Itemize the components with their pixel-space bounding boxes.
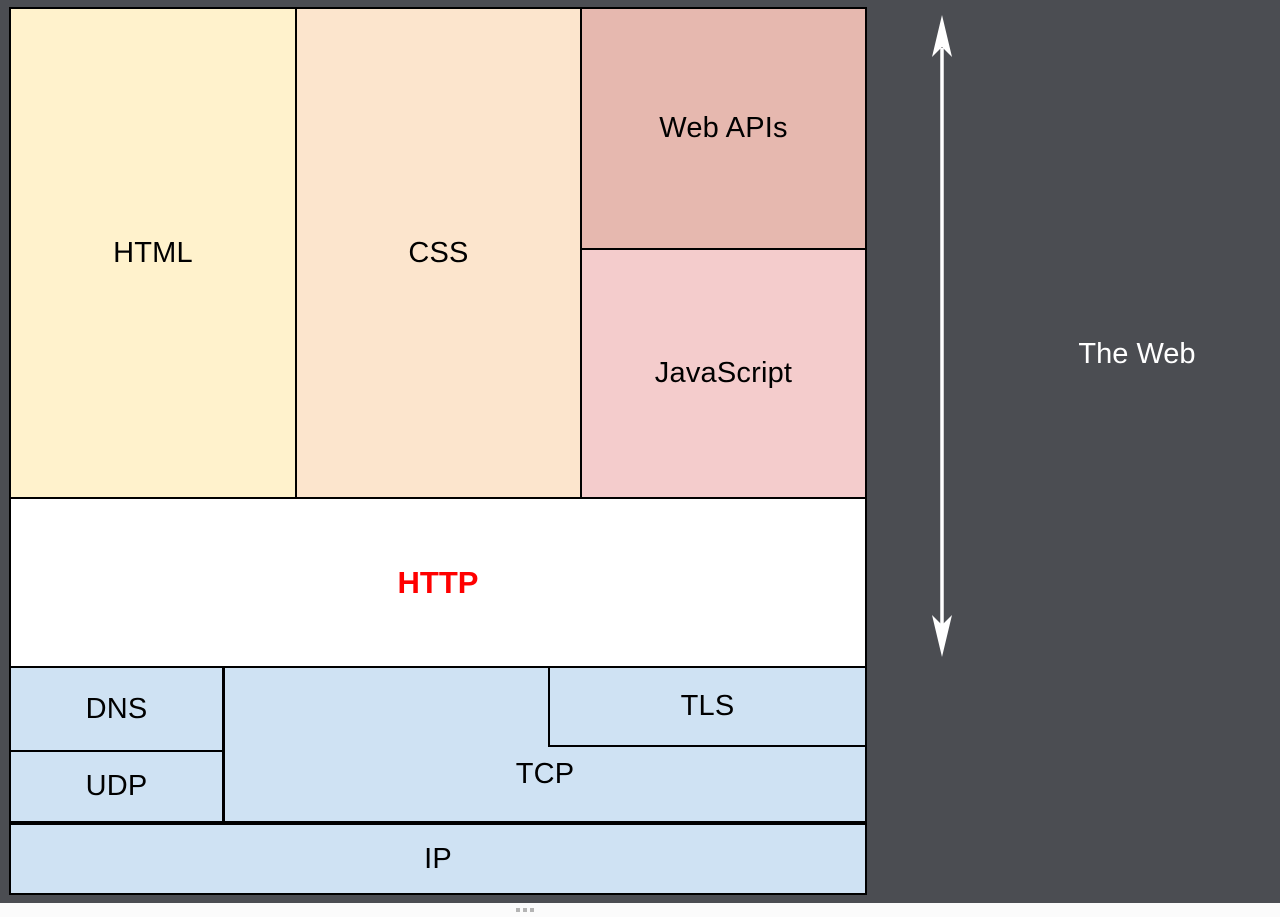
- the-web-caption: The Web: [1078, 338, 1196, 370]
- html-layer-label: HTML: [113, 236, 193, 269]
- tls-layer-label: TLS: [680, 690, 735, 722]
- css-layer-label: CSS: [408, 236, 469, 269]
- ip-layer-box: IP: [9, 823, 867, 895]
- double-arrow-icon: [932, 15, 952, 657]
- dns-layer-label: DNS: [85, 692, 148, 725]
- http-layer-label: HTTP: [397, 565, 479, 600]
- drag-handle-dots-icon[interactable]: [516, 908, 534, 912]
- html-layer-box: HTML: [9, 7, 297, 499]
- ip-layer-label: IP: [424, 842, 452, 875]
- web-apis-layer-label: Web APIs: [659, 112, 788, 144]
- udp-layer-label: UDP: [85, 770, 148, 802]
- web-stack-diagram: HTML CSS Web APIs JavaScript HTTP TCP TL…: [9, 7, 867, 895]
- udp-layer-box: UDP: [9, 750, 224, 823]
- window-bottom-strip: [0, 903, 1280, 917]
- javascript-layer-label: JavaScript: [654, 357, 793, 389]
- dns-layer-box: DNS: [9, 666, 224, 752]
- tcp-layer-label: TCP: [515, 758, 575, 790]
- web-apis-layer-box: Web APIs: [580, 7, 867, 250]
- css-layer-box: CSS: [295, 7, 582, 499]
- tls-layer-box: TLS: [548, 666, 867, 747]
- javascript-layer-box: JavaScript: [580, 248, 867, 499]
